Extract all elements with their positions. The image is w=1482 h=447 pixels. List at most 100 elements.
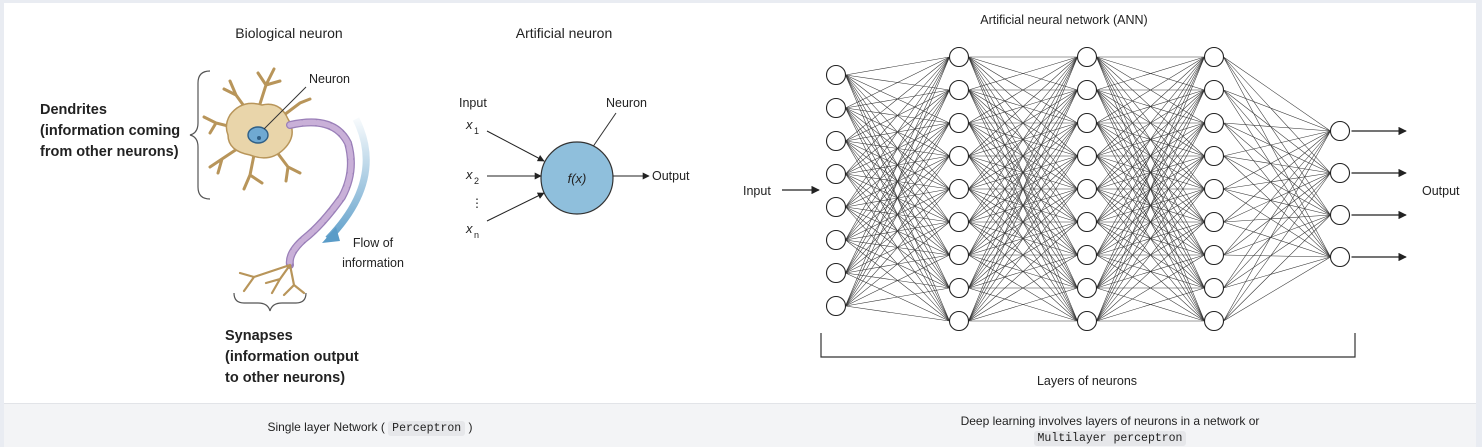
ann-connection — [1223, 89, 1331, 216]
ann-connection — [1096, 155, 1205, 322]
flow-label-line-2: information — [342, 256, 404, 270]
ann-connection — [1223, 130, 1331, 223]
ann-node-layer-2 — [948, 145, 970, 167]
ann-node-layer-2 — [948, 310, 970, 332]
ann-connection — [1223, 56, 1331, 216]
ann-connection — [1096, 89, 1205, 322]
ann-node-layer-3 — [1076, 244, 1098, 266]
ann-node-layer-5 — [1329, 246, 1351, 268]
ann-node-layer-3 — [1076, 277, 1098, 299]
synapses-line-1: Synapses — [225, 328, 293, 344]
ann-connection — [968, 56, 1078, 223]
ann-connection — [968, 56, 1078, 190]
ann-connection — [845, 56, 950, 208]
layers-label: Layers of neurons — [1037, 374, 1137, 388]
ann-connection — [1223, 188, 1331, 216]
caption-right-line-1: Deep learning involves layers of neurons… — [960, 414, 1260, 428]
caption-bar: Single layer Network ( Perceptron ) Deep… — [4, 403, 1476, 447]
caption-right-code: Multilayer perceptron — [1033, 431, 1187, 446]
ann-node-layer-4 — [1203, 211, 1225, 233]
input-x1: x 1 — [465, 117, 479, 136]
flow-label-line-1: Flow of — [353, 236, 394, 250]
ann-connection — [1223, 188, 1331, 258]
artificial-neuron-pointer — [589, 112, 617, 152]
ann-node-layer-3 — [1076, 46, 1098, 68]
ann-connection — [968, 188, 1078, 322]
ann-connection — [1223, 214, 1331, 322]
ann-node-layer-4 — [1203, 244, 1225, 266]
ann-node-layer-3 — [1076, 112, 1098, 134]
ann-connection — [968, 56, 1078, 256]
ann-connection — [1096, 56, 1205, 124]
synapses-line-2: (information output — [225, 349, 359, 365]
biological-neuron-illustration — [202, 67, 355, 297]
ann-connection — [1096, 221, 1205, 322]
ann-connection — [845, 56, 950, 76]
ann-connection — [1096, 56, 1205, 157]
ann-connection — [845, 89, 950, 307]
ann-connection — [1096, 56, 1205, 91]
ann-connection — [1223, 122, 1331, 258]
ann-connection — [968, 122, 1078, 322]
flow-arrow — [322, 117, 370, 243]
ann-connection — [1223, 214, 1331, 289]
ann-node-layer-1 — [825, 229, 847, 251]
ann-connection — [845, 155, 950, 307]
ann-connection — [845, 254, 950, 307]
ann-input-label: Input — [743, 184, 771, 198]
ann-node-layer-1 — [825, 262, 847, 284]
input-x1-sub: 1 — [474, 126, 479, 136]
ann-connection — [1223, 221, 1331, 258]
ann-connection — [968, 89, 1078, 322]
ann-node-layer-2 — [948, 112, 970, 134]
ann-connection — [1223, 56, 1331, 132]
ann-title: Artificial neural network (ANN) — [980, 13, 1147, 27]
ann-node-layer-4 — [1203, 79, 1225, 101]
ann-connection — [1096, 122, 1205, 322]
ann-connection — [1223, 155, 1331, 258]
ann-connection — [1223, 89, 1331, 258]
ann-connection — [1096, 56, 1205, 322]
ann-connection — [1096, 56, 1205, 289]
ann-connection — [845, 56, 950, 274]
ann-connection — [845, 221, 950, 307]
ann-connection — [1223, 214, 1331, 223]
ann-node-layer-5 — [1329, 120, 1351, 142]
ann-node-layer-1 — [825, 97, 847, 119]
caption-right: Deep learning involves layers of neurons… — [744, 413, 1476, 447]
ann-output-label: Output — [1422, 184, 1460, 198]
ann-output-arrows — [1351, 126, 1407, 262]
ann-connection — [1223, 89, 1331, 132]
ann-connection — [1223, 122, 1331, 132]
ann-connection — [968, 56, 1078, 322]
artificial-neuron-label: Neuron — [606, 96, 647, 110]
ann-node-layer-4 — [1203, 112, 1225, 134]
ann-connection — [968, 56, 1078, 289]
ann-connection — [845, 188, 950, 307]
ann-connection — [1223, 130, 1331, 157]
input-x2-base: x — [465, 167, 473, 182]
neuron-label-biological: Neuron — [309, 72, 350, 86]
ann-connection — [1223, 122, 1331, 216]
ann-connection — [1223, 122, 1331, 174]
ann-connection — [1223, 155, 1331, 174]
ann-connection — [845, 56, 950, 109]
caption-left-prefix: Single layer Network ( — [267, 420, 385, 434]
ann-connection — [1096, 56, 1205, 223]
artificial-title: Artificial neuron — [516, 25, 613, 41]
dendrites-line-2: (information coming — [40, 123, 180, 139]
ann-node-layer-3 — [1076, 79, 1098, 101]
ann-connection — [968, 221, 1078, 322]
ann-node-layer-2 — [948, 46, 970, 68]
ann-nodes — [825, 46, 1351, 332]
function-label: f(x) — [568, 171, 587, 186]
dendrites-line-3: from other neurons) — [40, 144, 179, 160]
input-xn-arrow — [486, 192, 545, 222]
ann-connection — [1096, 287, 1205, 322]
ann-connection — [1223, 256, 1331, 322]
artificial-neuron-node — [540, 141, 614, 215]
ann-node-layer-4 — [1203, 277, 1225, 299]
artificial-output-label: Output — [652, 169, 690, 183]
ann-node-layer-1 — [825, 163, 847, 185]
ann-connection — [1223, 89, 1331, 174]
